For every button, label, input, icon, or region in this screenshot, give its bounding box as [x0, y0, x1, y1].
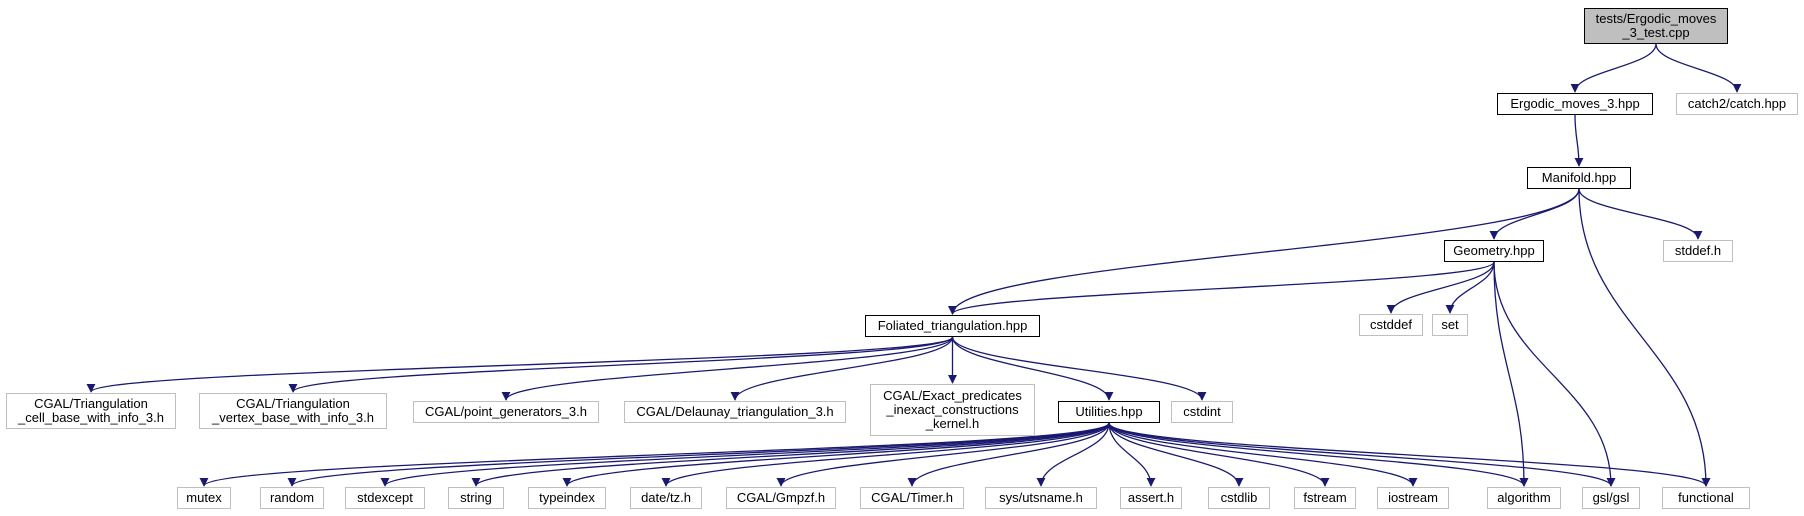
edge-utilities-to-functional [1108, 422, 1711, 487]
node-label: catch2/catch.hpp [1687, 96, 1787, 111]
node-iostream: iostream [1377, 487, 1449, 509]
node-date-tz-h: date/tz.h [630, 487, 702, 509]
edge-ergodic-to-manifold [1574, 114, 1584, 167]
node-label: tests/Ergodic_moves _3_test.cpp [1595, 11, 1717, 40]
edge-manifold-to-foliated [948, 188, 1580, 315]
node-stdexcept: stdexcept [345, 487, 425, 509]
node-string: string [448, 487, 504, 509]
node-ergodic-moves-3-hpp[interactable]: Ergodic_moves_3.hpp [1497, 93, 1653, 115]
edge-utilities-to-algorithm [1108, 422, 1529, 487]
node-root-test-file: tests/Ergodic_moves _3_test.cpp [1584, 8, 1728, 44]
node-point-generators: CGAL/point_generators_3.h [413, 401, 599, 423]
node-cstddef: cstddef [1359, 314, 1423, 336]
node-label: random [269, 490, 315, 505]
edge-foliated-to-utilities [951, 336, 1114, 401]
node-delaunay-triangulation: CGAL/Delaunay_triangulation_3.h [624, 401, 846, 423]
edge-foliated-to-tri_vertex [288, 336, 954, 393]
edge-utilities-to-fstream [1108, 422, 1330, 487]
edge-manifold-to-geometry [1489, 188, 1580, 240]
node-label: functional [1678, 490, 1734, 505]
node-label: stddef.h [1674, 243, 1722, 258]
node-manifold-hpp[interactable]: Manifold.hpp [1527, 167, 1631, 189]
node-label: CGAL/Timer.h [871, 490, 953, 505]
node-label: assert.h [1127, 490, 1175, 505]
node-typeindex: typeindex [528, 487, 606, 509]
node-label: mutex [186, 490, 222, 505]
node-triangulation-cell-base: CGAL/Triangulation _cell_base_with_info_… [6, 393, 176, 429]
node-foliated-triangulation-hpp[interactable]: Foliated_triangulation.hpp [865, 315, 1040, 337]
node-algorithm: algorithm [1487, 487, 1561, 509]
node-cstdlib: cstdlib [1208, 487, 1270, 509]
node-label: sys/utsname.h [999, 490, 1083, 505]
node-label: stdexcept [357, 490, 413, 505]
edge-foliated-to-tri_cell [86, 336, 954, 393]
edge-manifold-to-stddef_h [1578, 188, 1703, 240]
edge-utilities-to-datetz [661, 422, 1110, 487]
node-label: string [460, 490, 492, 505]
node-label: cstddef [1370, 317, 1412, 332]
node-label: CGAL/Gmpzf.h [736, 490, 826, 505]
node-random: random [260, 487, 324, 509]
node-catch-hpp: catch2/catch.hpp [1676, 93, 1798, 115]
node-gsl-gsl: gsl/gsl [1582, 487, 1640, 509]
node-stddef-h: stddef.h [1663, 240, 1733, 262]
edge-utilities-to-gmpzf [776, 422, 1110, 487]
node-sys-utsname-h: sys/utsname.h [985, 487, 1097, 509]
edge-utilities-to-string [471, 422, 1110, 487]
node-functional: functional [1662, 487, 1750, 509]
node-triangulation-vertex-base: CGAL/Triangulation _vertex_base_with_inf… [199, 393, 387, 429]
node-label: CGAL/Delaunay_triangulation_3.h [636, 404, 834, 419]
node-exact-predicates-kernel: CGAL/Exact_predicates _inexact_construct… [870, 384, 1035, 436]
edge-manifold-to-functional [1578, 188, 1711, 487]
node-label: Ergodic_moves_3.hpp [1510, 96, 1640, 111]
node-label: CGAL/Triangulation _cell_base_with_info_… [18, 396, 164, 425]
node-label: iostream [1388, 490, 1438, 505]
edge-utilities-to-typeindex [562, 422, 1110, 487]
node-utilities-hpp[interactable]: Utilities.hpp [1058, 401, 1160, 423]
edge-utilities-to-random [287, 422, 1110, 487]
node-label: fstream [1303, 490, 1347, 505]
node-cstdint: cstdint [1171, 401, 1233, 423]
node-label: Utilities.hpp [1075, 404, 1143, 419]
node-label: Manifold.hpp [1541, 170, 1617, 185]
node-label: typeindex [539, 490, 595, 505]
node-label: CGAL/Triangulation _vertex_base_with_inf… [212, 396, 374, 425]
node-assert-h: assert.h [1120, 487, 1182, 509]
edge-geometry-to-gsl [1493, 261, 1616, 487]
node-set: set [1432, 314, 1468, 336]
edge-utilities-to-cstdlib [1108, 422, 1244, 487]
edge-foliated-to-delaunay [730, 336, 954, 401]
node-cgal-timer-h: CGAL/Timer.h [860, 487, 964, 509]
edge-geometry-to-foliated [948, 261, 1495, 315]
node-label: set [1441, 317, 1459, 332]
node-label: Foliated_triangulation.hpp [877, 318, 1028, 333]
edge-foliated-to-cstdint [951, 336, 1207, 401]
node-cgal-gmpzf-h: CGAL/Gmpzf.h [726, 487, 836, 509]
edge-geometry-to-set [1445, 261, 1495, 314]
edge-utilities-to-timer [907, 422, 1110, 487]
edge-utilities-to-assert [1108, 422, 1156, 487]
node-label: CGAL/Exact_predicates _inexact_construct… [883, 388, 1022, 431]
edge-geometry-to-algorithm [1493, 261, 1529, 487]
node-geometry-hpp[interactable]: Geometry.hpp [1444, 240, 1544, 262]
node-label: date/tz.h [641, 490, 691, 505]
edge-utilities-to-iostream [1108, 422, 1418, 487]
node-mutex: mutex [177, 487, 231, 509]
node-label: cstdint [1183, 404, 1221, 419]
edge-utilities-to-stdexcept [380, 422, 1110, 487]
edge-foliated-to-pointgen [501, 336, 954, 401]
edge-utilities-to-utsname [1036, 422, 1110, 487]
node-fstream: fstream [1294, 487, 1356, 509]
edge-root-to-ergodic [1570, 43, 1657, 93]
node-label: CGAL/point_generators_3.h [425, 404, 587, 419]
node-label: cstdlib [1220, 490, 1258, 505]
node-label: Geometry.hpp [1453, 243, 1535, 258]
edge-utilities-to-gsl [1108, 422, 1616, 487]
node-label: gsl/gsl [1592, 490, 1630, 505]
node-label: algorithm [1497, 490, 1551, 505]
edge-geometry-to-cstddef [1386, 261, 1495, 314]
edge-root-to-catch [1655, 43, 1742, 93]
